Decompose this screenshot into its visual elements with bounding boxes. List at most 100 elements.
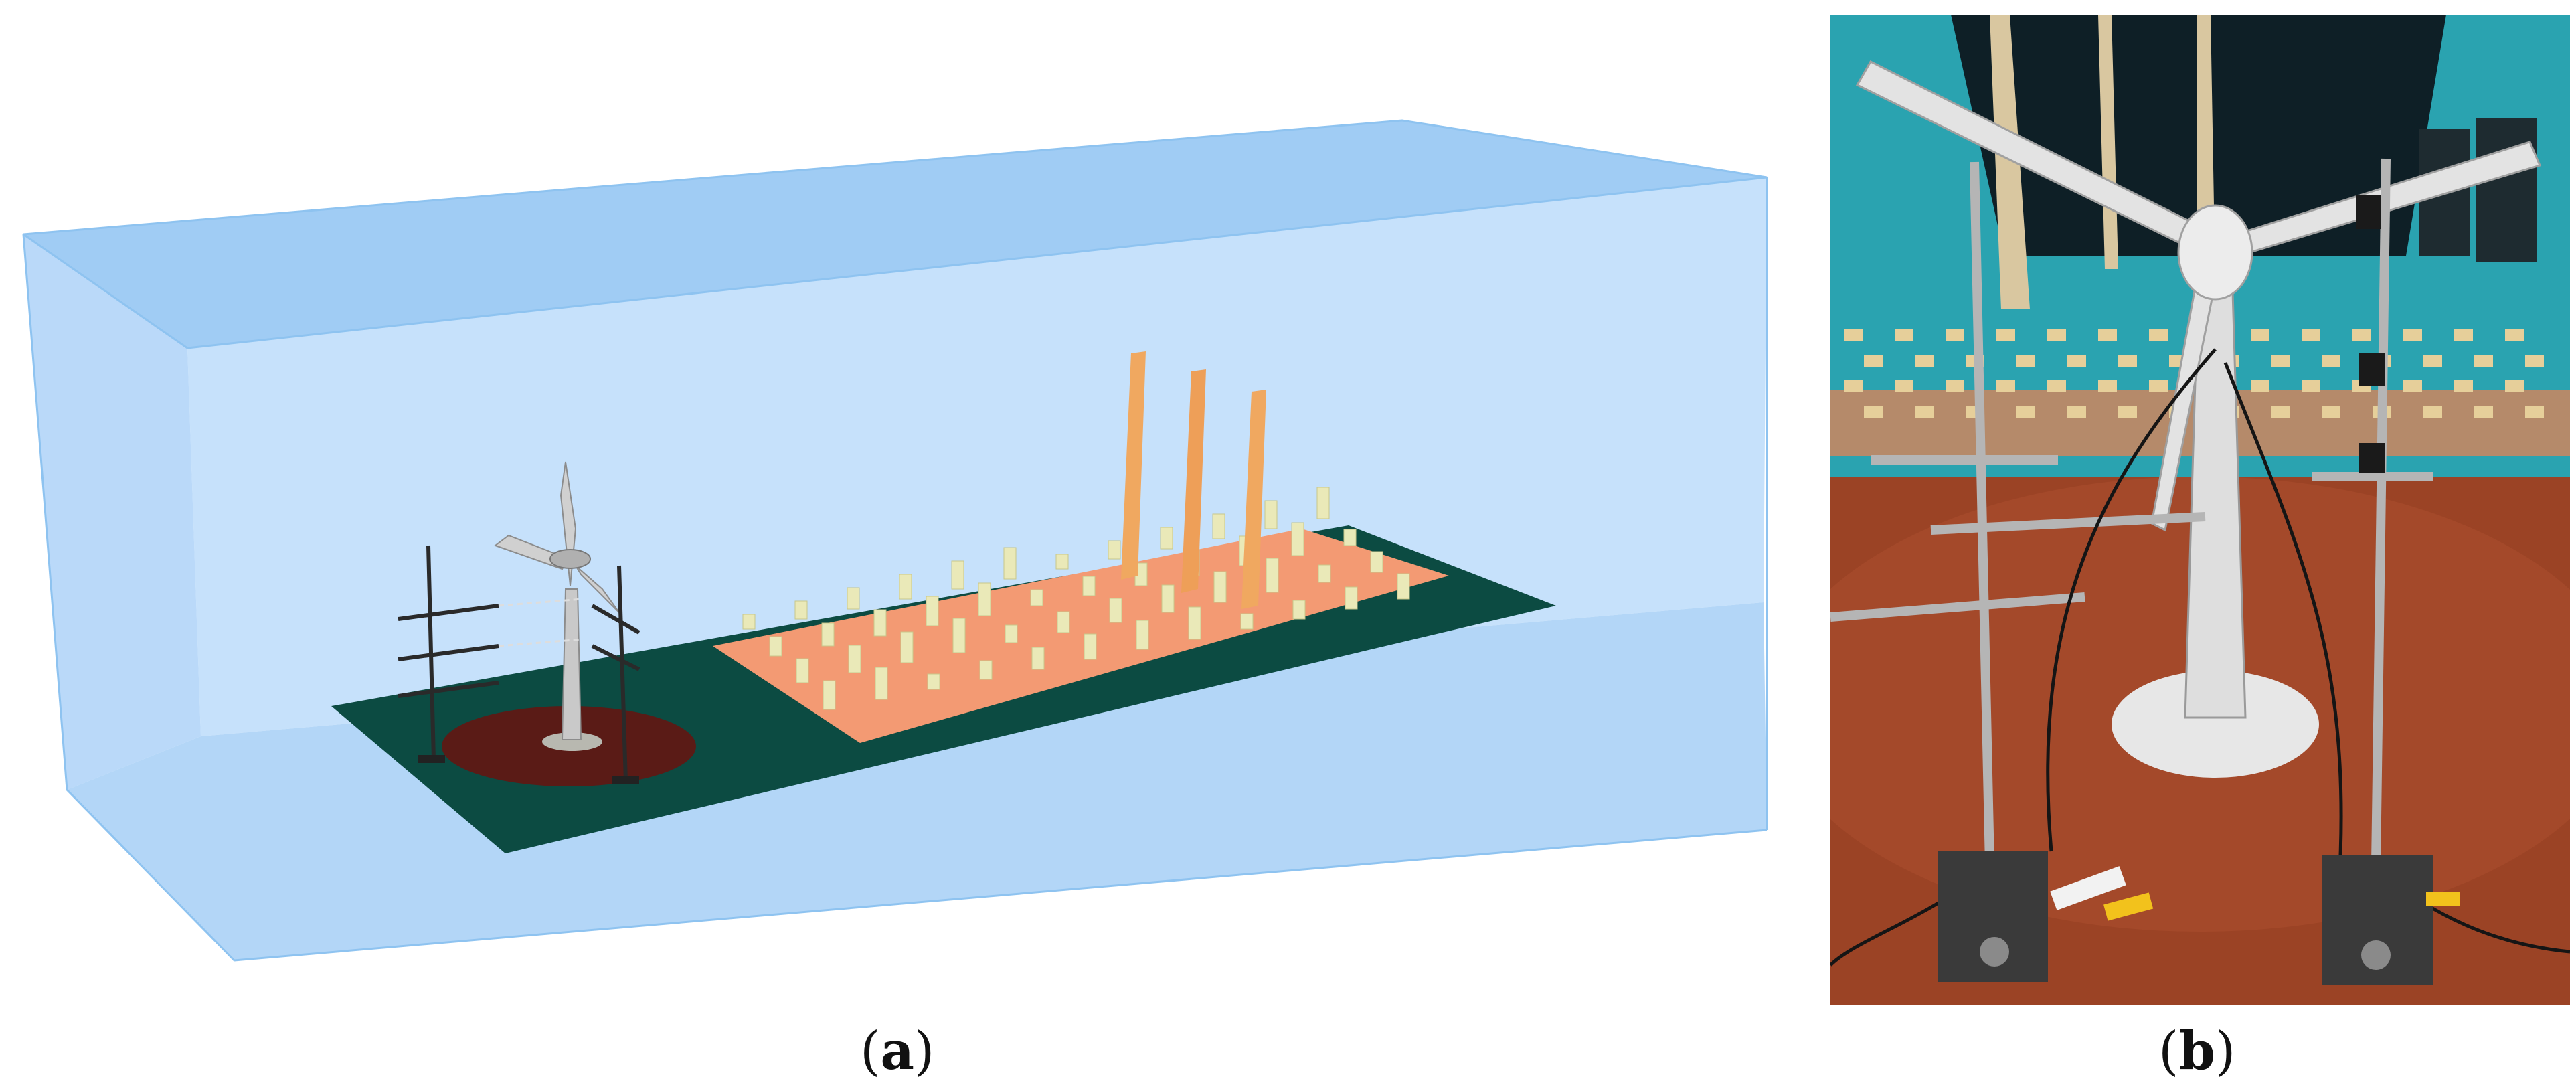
roughness-block (1343, 529, 1357, 546)
photo-roughness-block (2302, 329, 2320, 341)
roughness-block (1084, 633, 1097, 660)
instrument-rake-left (398, 545, 583, 763)
tunnel-edges (22, 119, 1768, 962)
roughness-block (794, 600, 808, 620)
roughness-block (1161, 584, 1175, 613)
photo-nacelle (2177, 204, 2253, 301)
photo-roughness-block (2098, 380, 2117, 392)
photo-roughness-block (1915, 355, 1934, 367)
photo-roughness-block (2423, 406, 2442, 418)
anchor-bolt-left (1980, 937, 2009, 967)
roughness-block (769, 636, 782, 657)
tunnel-top-face (23, 120, 1767, 348)
photo-roughness-block (2302, 380, 2320, 392)
turbine-base-plate (2112, 671, 2319, 778)
photo-roughness-block (2454, 380, 2473, 392)
photo-roughness-block (2047, 329, 2066, 341)
photo-roughness-block (2067, 406, 2086, 418)
tall-building-3 (1241, 390, 1266, 609)
roughness-block (1213, 571, 1227, 603)
photo-roughness-block (2149, 380, 2168, 392)
photo-roughness-block (2016, 406, 2035, 418)
photo-roughness-block (1946, 329, 1964, 341)
roughness-block (1003, 547, 1017, 580)
roughness-block (1057, 611, 1070, 633)
photo-roughness-block (2505, 329, 2524, 341)
tall-building-1 (1121, 351, 1146, 580)
roughness-block (1030, 589, 1043, 606)
photo-roughness-block (1915, 406, 1934, 418)
photo-roughness-block (2322, 355, 2340, 367)
roughness-blocks (742, 487, 1410, 710)
photo-roughness-block (1946, 380, 1964, 392)
roughness-block (1345, 586, 1358, 610)
tape-yellow-2 (2426, 892, 2460, 906)
roughness-field (713, 529, 1449, 743)
roughness-block (847, 587, 860, 610)
schematic-svg (22, 119, 1768, 962)
photo-roughness-block (2403, 380, 2422, 392)
photo-roughness-block (2067, 355, 2086, 367)
roughness-block (1109, 598, 1122, 623)
roughness-block (1240, 613, 1254, 630)
roughness-block (1397, 573, 1410, 600)
tunnel-floor (67, 602, 1767, 960)
tall-building-2 (1181, 369, 1206, 593)
roughness-block (1370, 551, 1383, 573)
roughness-block (1188, 606, 1201, 640)
wind-tunnel-schematic (22, 119, 1768, 962)
photo-sensors (2356, 195, 2385, 473)
photo-roughness-block (2251, 329, 2269, 341)
wind-tunnel-photo (1772, 15, 2576, 1005)
photo-roughness-block (2271, 406, 2290, 418)
far-tower-1 (1990, 15, 2030, 309)
roughness-block (1264, 500, 1278, 529)
photo-roughness-block (2322, 406, 2340, 418)
photo-roughness-block (2118, 406, 2137, 418)
photo-roughness-block (2149, 329, 2168, 341)
photo-roughness-block (2098, 329, 2117, 341)
panel-b-label: (b) (2158, 1021, 2236, 1082)
anchor-bolt-right (2361, 940, 2391, 970)
photo-roughness-block (1864, 406, 1883, 418)
roughness-block (1266, 558, 1279, 593)
photo-roughness-block (2352, 329, 2371, 341)
roughness-block (1316, 487, 1330, 519)
panel-a-label: (a) (860, 1021, 935, 1082)
roughness-block (1031, 647, 1045, 670)
photo-roughness-block (2271, 355, 2290, 367)
roughness-block (1108, 540, 1121, 560)
roughness-block (952, 618, 966, 653)
roughness-block (951, 560, 964, 590)
roughness-block (899, 574, 912, 600)
roughness-block (979, 660, 993, 680)
roughness-block (1160, 527, 1173, 550)
tape-yellow-1 (2103, 892, 2154, 921)
photo-roughness-block (2118, 355, 2137, 367)
roughness-block (1292, 600, 1306, 620)
photo-roughness-block (1844, 380, 1863, 392)
side-window-2 (2476, 118, 2537, 262)
photo-roughness-block (2505, 380, 2524, 392)
roughness-block (1055, 554, 1069, 570)
roughness-block (1291, 522, 1304, 556)
roughness-block (1005, 624, 1018, 643)
roughness-block (1136, 620, 1149, 650)
photo-roughness-block (2403, 329, 2422, 341)
turbine-base-disc (542, 732, 602, 751)
tape-white (2050, 866, 2126, 910)
roughness-block (926, 596, 939, 626)
roughness-block (900, 631, 914, 663)
roughness-block (742, 614, 756, 630)
photo-roughness-block (2047, 380, 2066, 392)
photo-roughness-block (1895, 329, 1913, 341)
roughness-block (848, 645, 861, 673)
roughness-block (875, 667, 888, 700)
photo-svg (1772, 15, 2576, 1005)
turbine-tower (561, 588, 582, 740)
photo-roughness-block (2251, 380, 2269, 392)
roughness-block (927, 673, 940, 690)
photo-roughness-block (2525, 355, 2544, 367)
photo-roughness-block (2525, 406, 2544, 418)
roughness-block (823, 680, 836, 710)
